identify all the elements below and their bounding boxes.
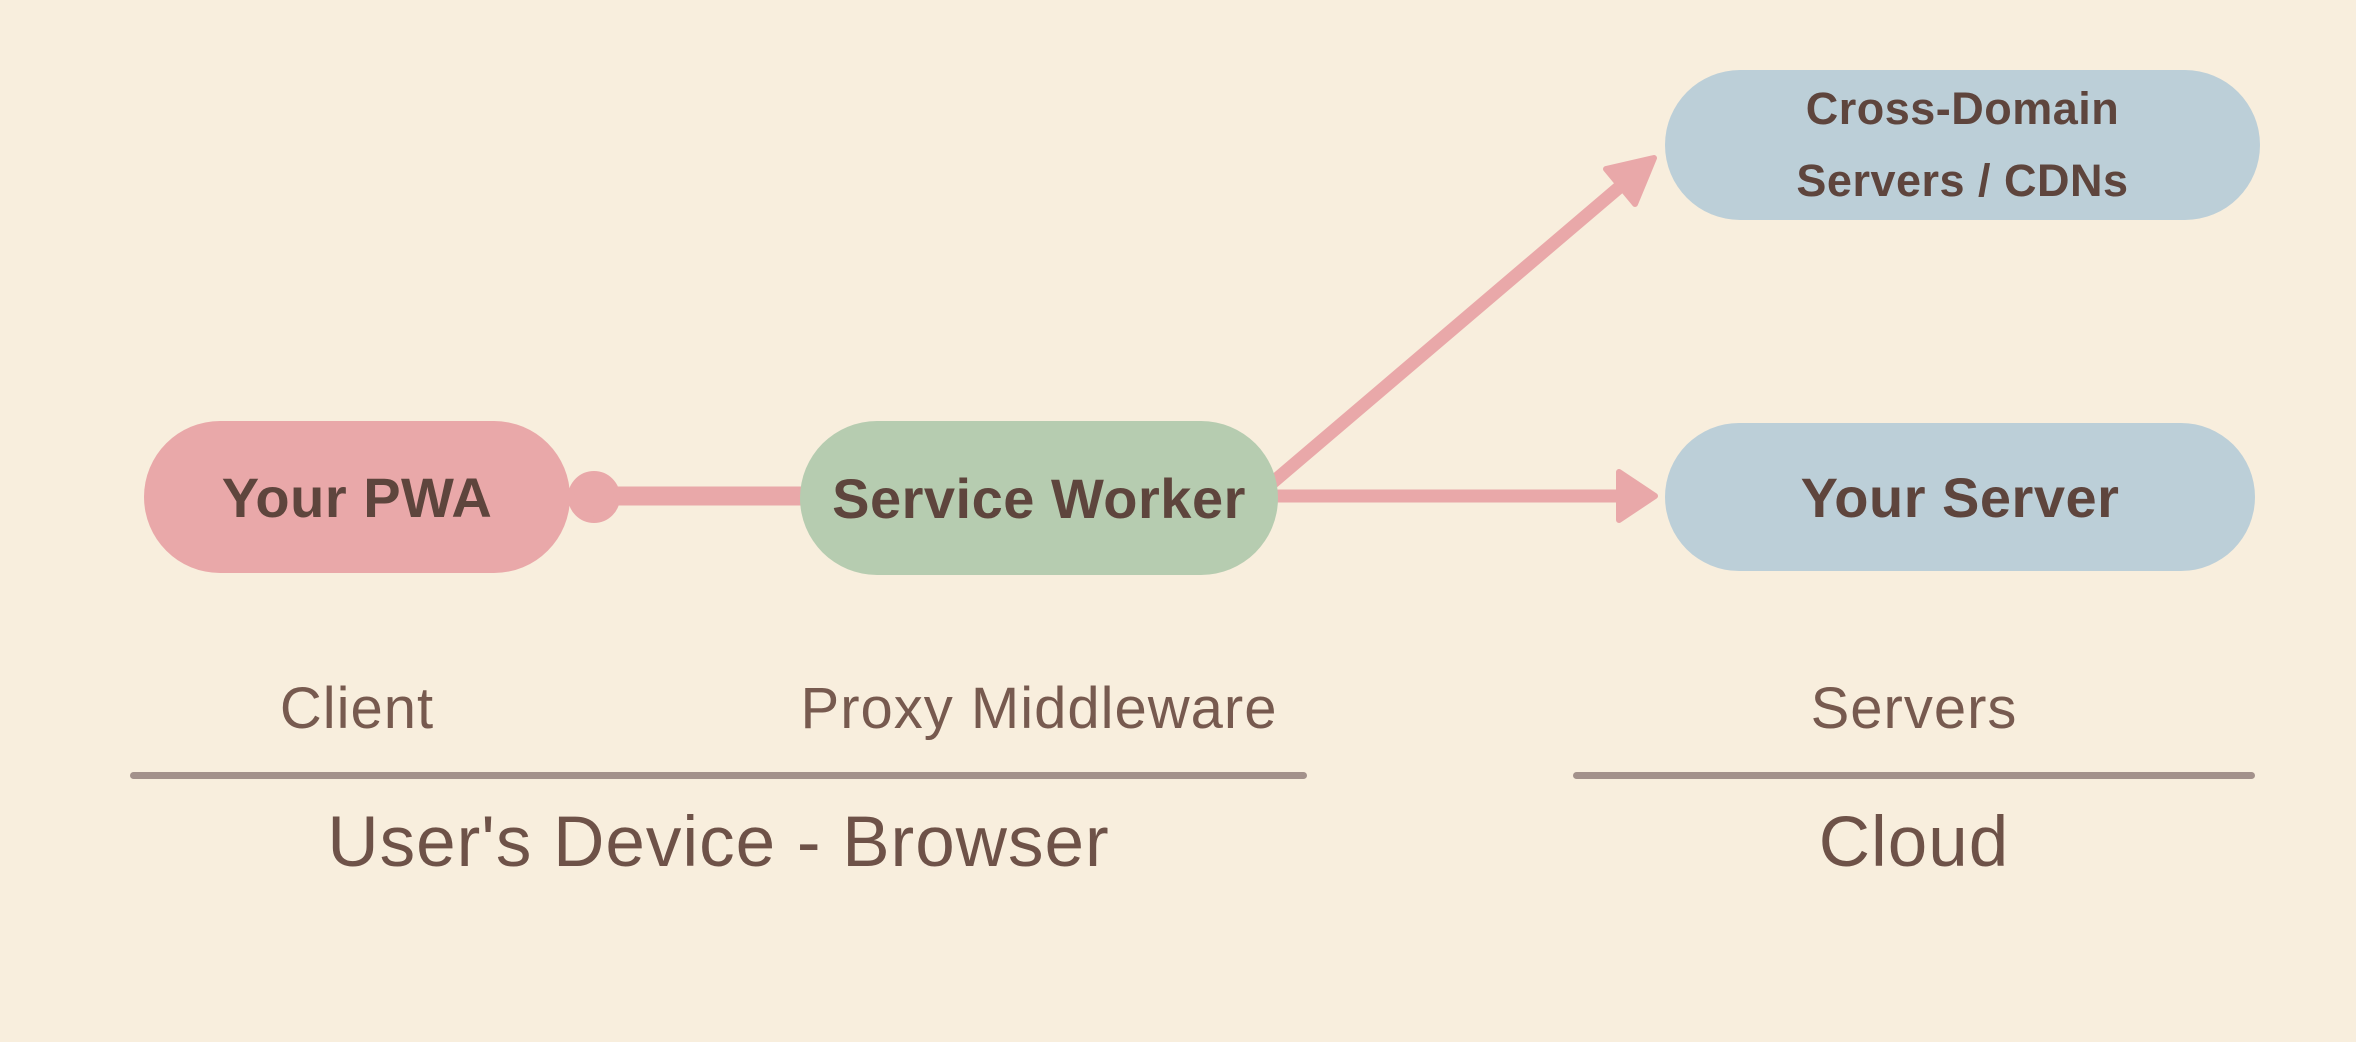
node-cross-domain-label-line1: Cross-Domain [1805,83,2120,134]
label-proxy-middleware: Proxy Middleware [800,676,1278,741]
label-servers: Servers [1810,676,2018,741]
node-cross-domain-label-line2: Servers / CDNs [1796,155,2129,206]
node-your-pwa: Your PWA [144,421,570,573]
node-your-pwa-label: Your PWA [221,465,493,529]
pwa-sw-connector-line [591,486,812,506]
sw-server-arrowhead [1616,469,1658,523]
node-your-server-label: Your Server [1800,465,2120,529]
node-service-worker-label: Service Worker [832,466,1246,530]
sw-cdn-arrowhead [1603,155,1657,207]
group-label-cloud: Cloud [1818,803,2010,882]
sw-cdn-arrow-stem [1265,178,1629,490]
pwa-sw-connector-dot [568,471,620,523]
label-client: Client [279,676,435,741]
divider-cloud [1573,772,2255,779]
node-cross-domain-servers: Cross-Domain Servers / CDNs [1665,70,2260,220]
group-label-users-device: User's Device - Browser [327,803,1110,882]
node-service-worker: Service Worker [800,421,1278,575]
divider-users-device [130,772,1307,779]
node-your-server: Your Server [1665,423,2255,571]
